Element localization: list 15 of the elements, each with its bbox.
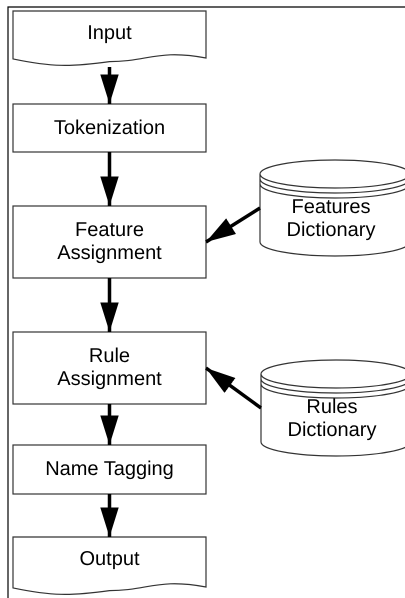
node-label: Rules Dictionary	[286, 396, 378, 442]
arrow	[100, 67, 119, 104]
arrow	[100, 152, 119, 206]
arrow	[204, 366, 262, 410]
node-label: Input	[87, 22, 132, 44]
node-label: Rule Assignment	[56, 345, 163, 391]
node-label: Tokenization	[54, 116, 166, 140]
arrow	[100, 494, 119, 537]
arrow	[100, 278, 119, 332]
arrow	[205, 206, 261, 244]
node-label: Features Dictionary	[286, 196, 376, 242]
node-label: Feature Assignment	[56, 219, 163, 265]
arrow	[100, 404, 119, 445]
node-label: Output	[79, 548, 140, 571]
node-label: Name Tagging	[45, 458, 174, 481]
